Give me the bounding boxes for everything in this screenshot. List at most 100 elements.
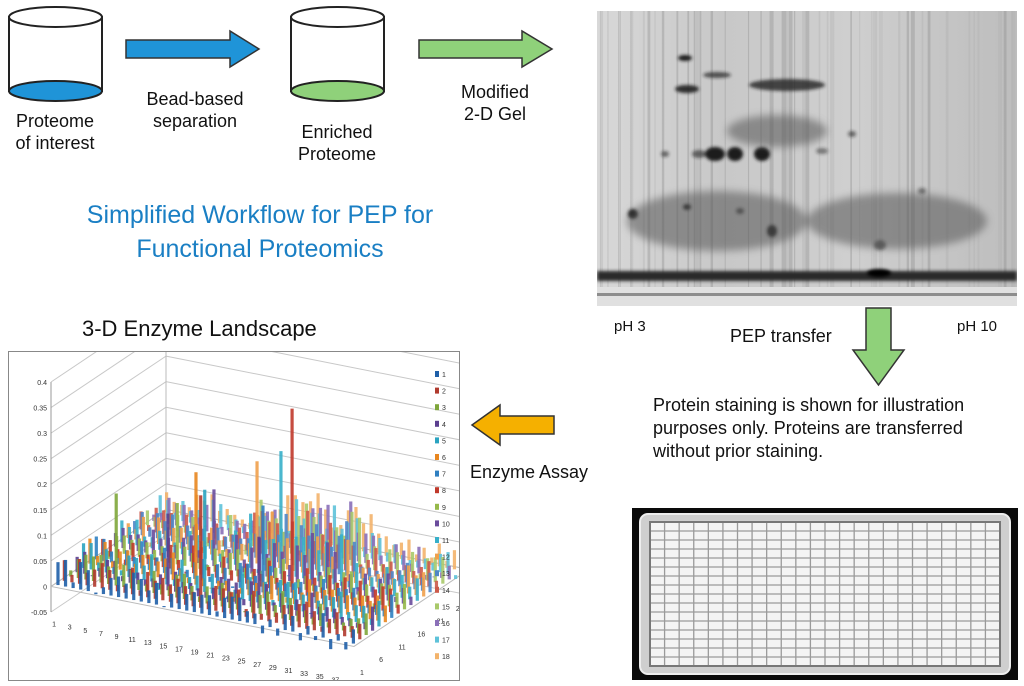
- chart-bar: [349, 618, 353, 632]
- chart-bar: [365, 584, 369, 602]
- x-tick-label: 13: [144, 640, 152, 647]
- chart-bar: [305, 601, 309, 629]
- chart-bar: [408, 586, 412, 600]
- chart-bar: [308, 579, 312, 608]
- chart-bar: [69, 570, 73, 577]
- chart-bar: [290, 408, 294, 593]
- chart-bar: [294, 582, 298, 610]
- chart-bar: [310, 592, 314, 619]
- chart-bar: [274, 612, 279, 623]
- chart-bar: [97, 562, 101, 571]
- chart-bar: [158, 495, 162, 517]
- chart-bar: [140, 541, 144, 569]
- legend-label: 2: [442, 389, 446, 396]
- chart-bar: [84, 554, 88, 580]
- chart-bar: [236, 549, 240, 577]
- chart-bar: [352, 541, 356, 578]
- chart-bar: [419, 566, 423, 585]
- chart-bar: [93, 569, 97, 587]
- chart-bar: [150, 554, 154, 582]
- chart-bar: [170, 593, 174, 608]
- chart-bar: [203, 489, 207, 592]
- chart-bar: [268, 522, 272, 555]
- chart-bar: [362, 605, 366, 624]
- chart-bar: [225, 548, 229, 558]
- chart-bar: [180, 559, 184, 588]
- legend-swatch: [435, 520, 439, 527]
- chart-bar: [284, 583, 288, 597]
- x-tick-label: 29: [269, 665, 277, 672]
- chart-bar: [171, 552, 175, 581]
- chart-bar: [417, 546, 421, 574]
- chart-bar: [438, 553, 443, 573]
- chart-bar: [205, 504, 209, 532]
- chart-bar: [441, 556, 445, 584]
- chart-bar: [409, 596, 413, 606]
- legend-swatch: [435, 620, 439, 626]
- chart-bar: [148, 527, 152, 537]
- x-tick-label: 33: [300, 671, 308, 678]
- chart-bar: [101, 587, 106, 595]
- chart-bar: [370, 606, 375, 631]
- legend-label: 17: [442, 638, 450, 645]
- chart-bar: [312, 516, 316, 559]
- proteome-cylinder-icon: [8, 6, 103, 102]
- chart-bar: [301, 594, 305, 612]
- chart-bar: [201, 528, 205, 548]
- legend-label: 11: [442, 538, 449, 545]
- chart-bar: [367, 567, 372, 581]
- chart-bar: [240, 519, 244, 528]
- chart-bar: [390, 594, 394, 618]
- chart-bar: [242, 599, 246, 606]
- chart-bar: [207, 532, 211, 543]
- chart-bar: [161, 577, 165, 601]
- chart-bar: [240, 543, 244, 561]
- chart-bar: [116, 576, 121, 598]
- chart-bar: [339, 591, 343, 619]
- chart-bar: [299, 581, 303, 600]
- legend-label: 3: [442, 405, 446, 412]
- chart-bar: [217, 540, 221, 556]
- chart-bar: [390, 571, 394, 585]
- chart-bar: [196, 510, 200, 525]
- chart-bar: [216, 527, 220, 551]
- chart-bar: [422, 547, 426, 564]
- y-tick-label: -0.05: [31, 610, 47, 617]
- chart-bar: [408, 560, 412, 567]
- legend-swatch: [435, 653, 439, 660]
- chart-bar: [343, 625, 347, 637]
- chart-bar: [358, 580, 362, 607]
- y-tick-label: 0.15: [33, 508, 47, 515]
- chart-bar: [183, 546, 187, 566]
- legend-label: 15: [442, 604, 450, 611]
- chart-bar: [434, 580, 439, 588]
- chart-bar: [315, 591, 319, 609]
- enriched-proteome-label: Enriched Proteome: [297, 122, 377, 164]
- legend-label: 10: [442, 521, 450, 528]
- chart-bar: [279, 451, 283, 574]
- chart-bar: [364, 533, 368, 563]
- chart-bar: [392, 579, 397, 597]
- chart-bar: [231, 586, 235, 589]
- chart-bar: [215, 611, 219, 617]
- chart-bar: [296, 579, 301, 589]
- z-tick-label: 26: [456, 606, 460, 613]
- chart-bar: [172, 527, 176, 547]
- legend-label: 7: [442, 472, 446, 479]
- chart-bar: [122, 535, 126, 554]
- ph-high-label: pH 10: [957, 318, 998, 335]
- chart-bar: [345, 595, 350, 615]
- chart-bar: [255, 461, 259, 564]
- chart-bar: [119, 570, 124, 576]
- chart-bar: [219, 504, 223, 529]
- chart-bar: [325, 607, 329, 622]
- chart-bar: [326, 504, 330, 556]
- chart-bar: [258, 595, 262, 614]
- chart-bar: [197, 550, 201, 564]
- chart-bar: [288, 565, 292, 582]
- chart-bar: [336, 634, 340, 641]
- chart-bar: [116, 549, 120, 559]
- chart-bar: [270, 575, 274, 600]
- chart-bar: [156, 517, 161, 544]
- chart-bar: [146, 571, 150, 598]
